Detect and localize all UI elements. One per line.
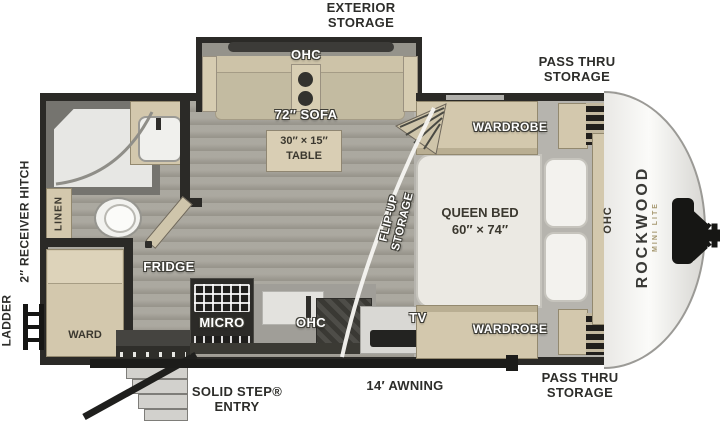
micro-label: MICRO — [199, 315, 245, 330]
wardrobe-bottom-label: WARDROBE — [472, 322, 548, 336]
brand-name: ROCKWOOD — [634, 165, 651, 289]
ladder-label: LADDER — [0, 294, 14, 347]
pass-thru-top-label: PASS THRU STORAGE — [538, 54, 616, 84]
pass-thru-bottom-label: PASS THRU STORAGE — [541, 370, 619, 400]
faucet-icon — [306, 296, 311, 318]
awning-bracket — [90, 359, 98, 368]
entry-steps — [138, 394, 188, 409]
flip-up-curve — [340, 107, 436, 358]
kitchen-sink — [262, 291, 324, 325]
fridge-label: FRIDGE — [143, 259, 195, 274]
slideout-window — [228, 42, 394, 52]
pillow — [544, 232, 588, 302]
shower-glass-curve — [55, 111, 154, 186]
ward-shelf — [48, 251, 122, 284]
awning-bracket — [506, 355, 518, 371]
bed-step-cabinet-bottom — [558, 309, 588, 355]
wardrobe-top-edge — [417, 148, 537, 154]
linen-cabinet — [46, 188, 72, 244]
sofa-label: 72″ SOFA — [274, 107, 338, 122]
awning-label: 14′ AWNING — [366, 378, 444, 393]
faucet-icon — [156, 118, 161, 130]
wall-rear — [40, 93, 48, 365]
wardrobe-top-label: WARDROBE — [472, 120, 548, 134]
brand-series: MINI LITE — [652, 202, 659, 252]
propane-cover — [672, 198, 694, 264]
hitch-tongue — [690, 210, 720, 262]
bath-wall-bottom — [46, 238, 132, 247]
exterior-storage-label: EXTERIOR STORAGE — [326, 0, 396, 30]
receiver-hitch-label: 2″ RECEIVER HITCH — [17, 160, 32, 283]
linen-label: LINEN — [53, 196, 65, 231]
entry-mat — [116, 330, 190, 348]
entry-track — [120, 352, 186, 357]
range-grate — [194, 284, 250, 312]
table — [266, 130, 342, 172]
sofa-armrest-left — [202, 56, 217, 112]
tv-label: TV — [409, 310, 427, 325]
counter-shadow — [150, 343, 380, 354]
sofa-armrest-right — [403, 56, 418, 112]
toilet-seat — [104, 204, 136, 233]
brand-decal: ROCKWOOD MINI LITE — [634, 142, 668, 312]
wardrobe-bottom-edge — [417, 306, 537, 312]
cupholder-icon — [298, 91, 313, 106]
ohc-bed-label: OHC — [602, 206, 614, 234]
cupholder-icon — [298, 72, 313, 87]
table-label: 30″ × 15″ TABLE — [280, 135, 328, 162]
ladder-icon — [23, 304, 44, 350]
flip-up-panel — [394, 103, 447, 155]
ohc-kitchen-label: OHC — [295, 315, 327, 330]
awning-bar — [94, 359, 514, 368]
ohc-slide-label: OHC — [290, 47, 322, 62]
wall-top-left — [40, 93, 202, 101]
ward-label: WARD — [68, 329, 102, 341]
bath-wall-right — [180, 101, 190, 205]
solid-step-entry-label: SOLID STEP® ENTRY — [191, 384, 283, 414]
queen-bed-label: QUEEN BED 60″ × 74″ — [441, 205, 519, 237]
wardrobe-bottom — [416, 305, 538, 359]
door-handle-icon — [145, 241, 152, 248]
pillow — [544, 158, 588, 228]
window-strip — [446, 95, 504, 100]
ward-wall — [124, 238, 133, 357]
wall-top-right — [416, 93, 612, 101]
